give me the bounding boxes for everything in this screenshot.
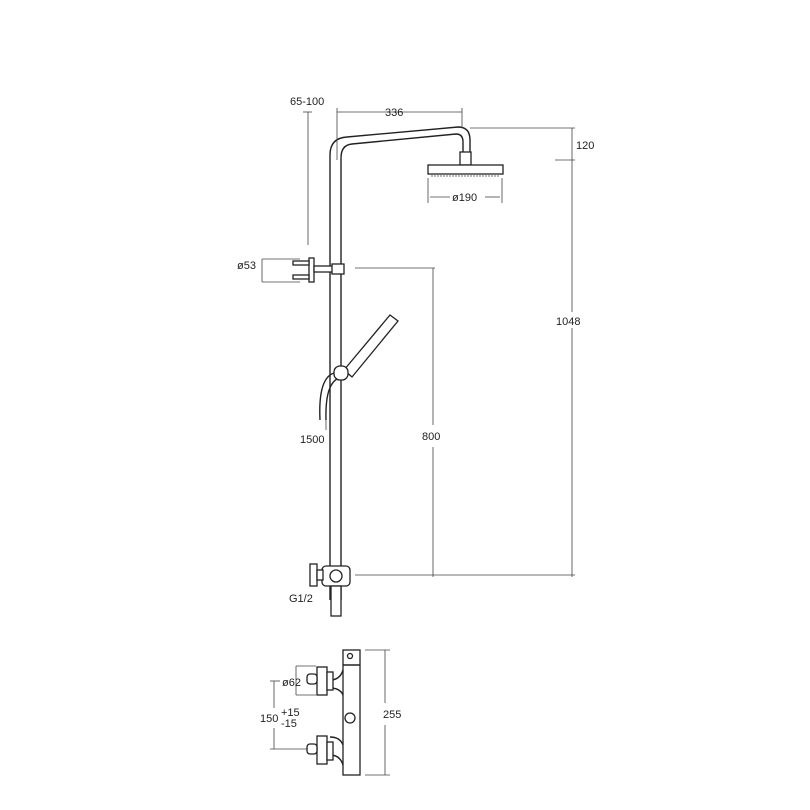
wall-bracket — [292, 257, 345, 283]
shower-riser — [329, 126, 471, 600]
slide-height-label: 800 — [422, 431, 440, 443]
total-height-label: 1048 — [556, 316, 580, 328]
thermostatic-valve — [270, 649, 390, 776]
inlet-tolerance-minus: -15 — [281, 718, 297, 730]
wall-distance-label: 65-100 — [290, 96, 324, 108]
diverter-valve — [309, 563, 351, 617]
arm-length-label: 336 — [385, 107, 403, 119]
hose-length-label: 1500 — [300, 434, 324, 446]
shower-head — [427, 151, 504, 177]
connection-label: G1/2 — [289, 593, 313, 605]
dimension-lines — [261, 108, 575, 577]
valve-diameter-label: ø62 — [282, 677, 301, 689]
head-diameter-label: ø190 — [452, 192, 477, 204]
head-drop-label: 120 — [576, 140, 594, 152]
inlet-spacing-label: 150 — [260, 713, 278, 725]
inlet-tolerance-plus: +15 — [281, 707, 300, 719]
valve-height-label: 255 — [383, 709, 401, 721]
hand-shower — [319, 314, 399, 421]
bracket-diameter-label: ø53 — [237, 260, 256, 272]
